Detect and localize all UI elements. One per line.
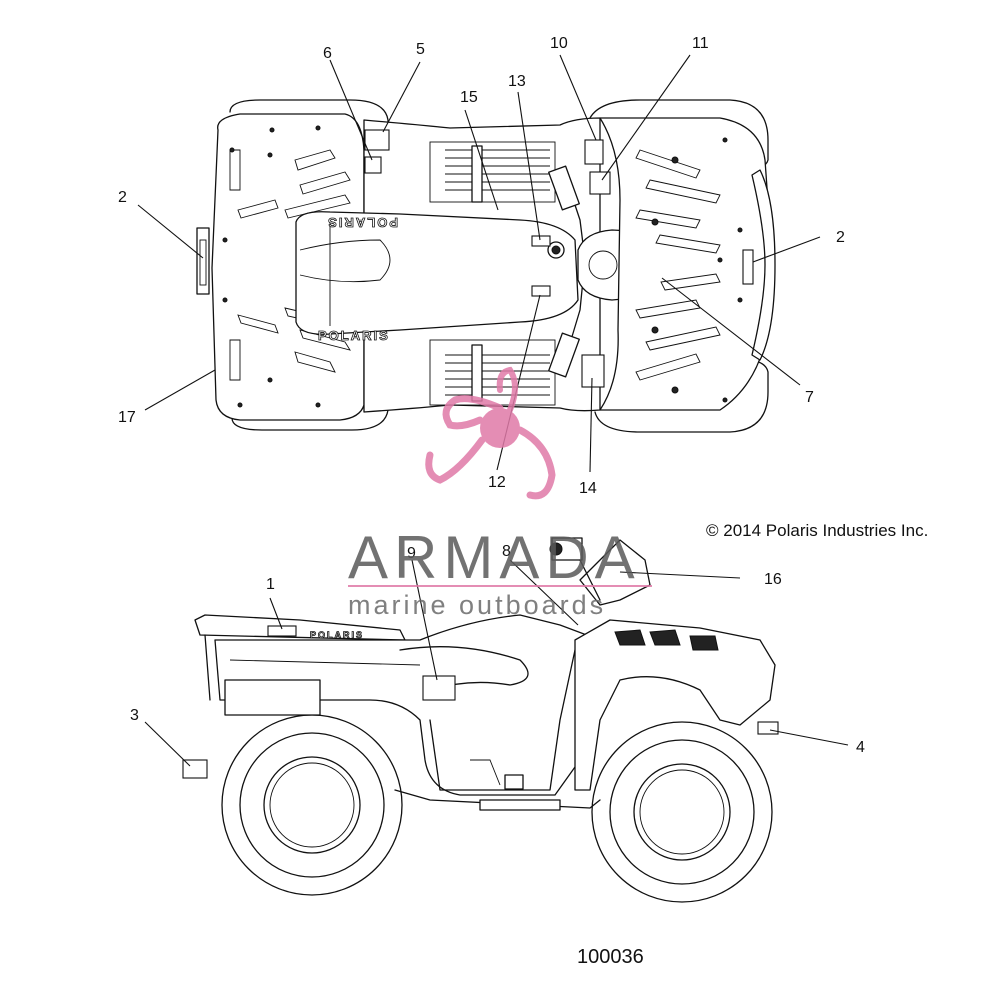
document-number: 100036 bbox=[577, 946, 644, 968]
callout-11: 11 bbox=[692, 35, 709, 52]
callout-15: 15 bbox=[460, 89, 478, 106]
brand-text-bottom: POLARIS bbox=[318, 328, 390, 343]
brand-text-top: POLARIS bbox=[326, 215, 398, 230]
callout-13: 13 bbox=[508, 73, 526, 90]
propeller-logo-icon bbox=[425, 366, 556, 500]
callout-2-front: 2 bbox=[836, 229, 845, 246]
callout-1: 1 bbox=[266, 576, 275, 593]
callout-10: 10 bbox=[550, 35, 568, 52]
callout-16: 16 bbox=[764, 571, 782, 588]
callout-9: 9 bbox=[407, 545, 416, 562]
callout-3: 5 bbox=[416, 41, 425, 58]
atv-side-view: POLARIS bbox=[182, 537, 779, 903]
callout-7: 7 bbox=[805, 389, 814, 406]
callout-6: 3 bbox=[130, 707, 139, 724]
callout-17: 17 bbox=[118, 409, 136, 426]
callout-labels: 6 5 10 11 15 13 2 2 7 17 12 14 1 9 8 16 … bbox=[118, 35, 865, 756]
watermark-subtitle: marine outboards bbox=[348, 590, 606, 620]
callout-4: 6 bbox=[323, 45, 332, 62]
watermark-title: ARMADA bbox=[348, 524, 641, 591]
callout-8: 8 bbox=[502, 543, 511, 560]
callout-14: 14 bbox=[579, 480, 597, 497]
copyright-notice: © 2014 Polaris Industries Inc. bbox=[706, 521, 928, 540]
brand-text-side: POLARIS bbox=[310, 630, 364, 640]
watermark: ARMADA marine outboards bbox=[348, 366, 652, 620]
callout-12: 12 bbox=[488, 474, 506, 491]
callout-5: 4 bbox=[856, 739, 865, 756]
atv-top-view: POLARIS POLARIS bbox=[196, 99, 776, 433]
callout-2-rear: 2 bbox=[118, 189, 127, 206]
